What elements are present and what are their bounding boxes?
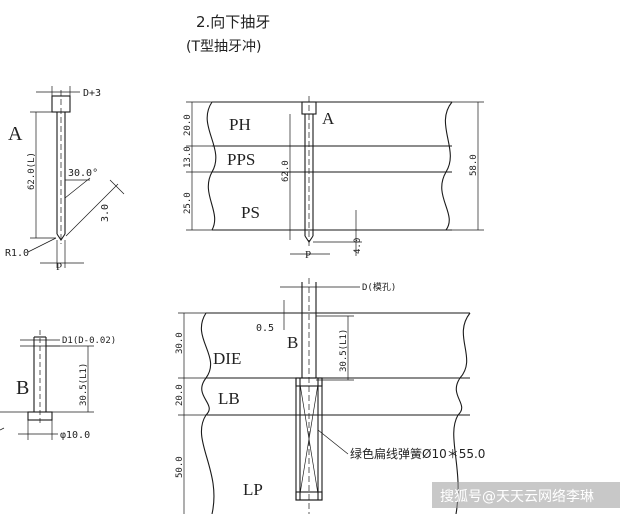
assembly-a: PH PPS PS A 20.0 13.0 25.0 62.0 58.0 4.0…: [183, 96, 484, 261]
punch-a-radius-label: R1.0: [5, 248, 29, 259]
assembly-b-d-label: D(模孔): [362, 282, 396, 293]
assembly-a-dim-ps: 25.0: [183, 192, 193, 214]
punch-a-p-label: P: [56, 261, 62, 273]
punch-b-label: B: [16, 377, 29, 399]
punch-a-length-label: 62.0(L): [27, 152, 37, 190]
punch-a-detail: D+3 A 62.0(L) 30.0° 3.0 R1.0 P: [5, 86, 125, 273]
spring: [295, 377, 323, 501]
punch-b-diameter-label: φ10.0: [60, 430, 90, 441]
assembly-a-label: A: [322, 109, 335, 128]
assembly-b-dim-die: 30.0: [175, 332, 185, 354]
watermark: 搜狐号@天天云网络李琳: [432, 482, 620, 508]
assembly-a-protrude-label: 4.0: [353, 238, 363, 254]
punch-a-label: A: [8, 123, 23, 145]
assembly-b-spring-label: 绿色扁线弹簧Ø10＊55.0: [350, 446, 485, 461]
assembly-a-dim-ph: 20.0: [183, 114, 193, 136]
layer-ps-label: PS: [241, 203, 260, 222]
punch-a-d-label: D+3: [83, 88, 101, 99]
punch-a-tip-label: 3.0: [100, 204, 111, 222]
assembly-a-dim-pps: 13.0: [183, 146, 193, 168]
assembly-a-length-label: 62.0: [281, 160, 291, 182]
punch-b-length-label: 30.5(L1): [79, 363, 89, 406]
assembly-a-p-label: P: [305, 249, 311, 261]
watermark-text: 搜狐号@天天云网络李琳: [440, 489, 594, 505]
layer-die-label: DIE: [213, 349, 241, 368]
punch-b-detail: D1(D-0.02) B 30.5(L1) φ10.0: [0, 330, 116, 441]
assembly-a-total-label: 58.0: [469, 154, 479, 176]
punch-b-d-label: D1(D-0.02): [62, 336, 116, 346]
layer-pps-label: PPS: [227, 150, 255, 169]
layer-ph-label: PH: [229, 115, 251, 134]
assembly-b-dim-lb: 20.0: [175, 384, 185, 406]
layer-lb-label: LB: [218, 389, 240, 408]
title-line-1: 2.向下抽牙: [196, 13, 270, 31]
title-line-2: (T型抽牙冲): [186, 39, 261, 55]
assembly-b-dim-lp: 50.0: [175, 456, 185, 478]
assembly-b-length-label: 30.5(L1): [339, 329, 349, 372]
punch-a-angle-label: 30.0°: [68, 168, 98, 179]
assembly-b: DIE LB LP B D(模孔) 0.5 30.5(L1) 30.0 20.0…: [175, 278, 485, 514]
layer-lp-label: LP: [243, 480, 263, 499]
assembly-b-label: B: [287, 333, 298, 352]
assembly-b-gap-label: 0.5: [256, 323, 274, 334]
